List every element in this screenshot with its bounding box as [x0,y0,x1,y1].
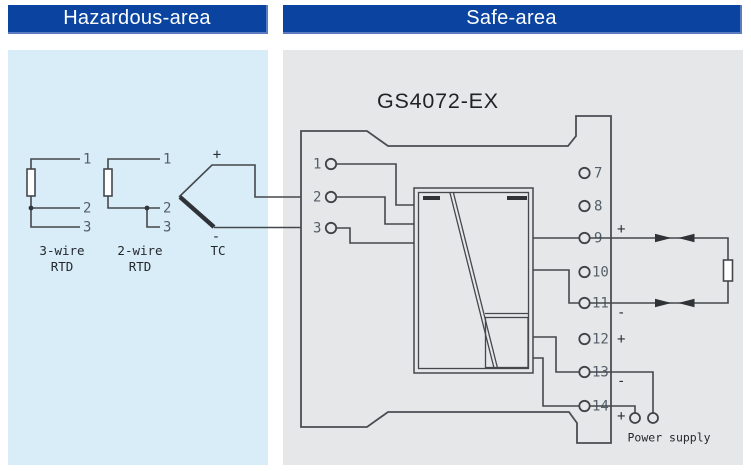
hazardous-area-panel [8,50,268,465]
wire-terminal14-to-power [589,405,636,413]
rtd-3wire-symbol: 1 2 3 3-wire RTD [26,152,91,274]
terminal-circle-8 [578,199,591,213]
hazardous-area-header: Hazardous-area [8,5,268,34]
rtd-2wire-wires-2-3 [107,196,160,228]
tc-caption: TC [210,243,225,258]
rtd-3wire-terminal-3-label: 3 [83,220,91,236]
isolation-block-bar-left [423,196,440,200]
rtd-3wire-wires-2-3 [30,196,80,228]
wire-terminal13-to-power [590,371,654,413]
rtd-2wire-symbol: 1 2 3 2-wire RTD [103,152,171,274]
device-model-label: GS4072-EX [377,89,499,113]
wire-block-to-terminal14 [533,357,580,407]
connector-arrow-right-bottom [655,298,672,308]
rtd-2wire-wire-1 [107,158,160,169]
terminal-circle-12 [578,332,591,346]
isolation-block-subbox [484,316,529,369]
device-output-terminals: 7 8 9 10 11 12 13 14 [578,166,609,415]
rtd-2wire-resistor [103,168,113,197]
rtd-2wire-terminal-3-label: 3 [163,220,171,236]
rtd-2wire-caption: 2-wire [117,243,162,258]
wire-terminal1-to-block [336,163,414,206]
rtd-2wire-terminal-2-label: 2 [163,201,171,217]
rtd-2wire-caption-rtd: RTD [129,259,152,274]
terminal-circle-1 [324,157,338,171]
terminal-circle-14 [578,399,591,413]
terminal-label-3: 3 [313,221,321,237]
isolation-barrier-diagonal [449,192,499,369]
terminal-label-7: 7 [594,166,602,182]
wire-block-to-terminal11 [533,269,580,304]
connector-arrow-left-bottom [678,298,695,308]
rtd-3wire-wire-1 [30,158,80,169]
terminal-label-1: 1 [313,157,321,173]
device-outline [300,115,612,444]
rtd-3wire-terminal-1-label: 1 [83,152,91,168]
isolation-block-inner [417,191,530,370]
safe-area-header: Safe-area [283,5,742,34]
rtd-2wire-junction-dot [144,205,150,211]
safe-area-header-label: Safe-area [466,7,557,29]
wire-terminal2-to-block [336,196,414,225]
rtd-3wire-caption: 3-wire [39,243,84,258]
isolation-block-bar-right [507,196,527,200]
tc-junction-stroke [178,195,216,229]
polarity-plus-terminal14: + [617,409,625,425]
rtd-3wire-junction-dot [28,205,34,211]
terminal-circle-3 [324,221,338,235]
thermocouple-symbol: + - TC [178,147,301,258]
safe-area-panel [283,50,743,465]
wire-load-to-terminal11 [589,281,729,304]
load-resistor [722,259,734,282]
tc-plus-label: + [213,147,221,163]
power-supply-label: Power supply [628,431,711,445]
terminal-circle-13 [578,365,591,379]
isolation-block-outer [413,187,534,374]
connector-arrow-left-top [678,233,695,243]
rtd-2wire-terminal-1-label: 1 [163,152,171,168]
terminal-label-10: 10 [592,265,609,281]
terminal-label-2: 2 [313,190,321,206]
power-supply-circle-minus [647,412,659,424]
polarity-minus-terminal11: - [617,305,625,321]
terminal-circle-9 [578,231,591,245]
terminal-circle-11 [578,296,591,310]
output-load-loop [589,233,734,308]
polarity-minus-terminal13: - [617,374,625,390]
block-output-wires [533,237,580,407]
power-supply-section: Power supply [589,371,711,445]
polarity-labels: + - + - + [617,222,625,425]
connector-arrow-right-top [655,233,672,243]
terminal-circle-7 [578,166,591,180]
polarity-plus-terminal12: + [617,332,625,348]
terminal-label-8: 8 [594,199,602,215]
terminal-circle-2 [324,190,338,204]
tc-minus-label: - [212,229,220,245]
wire-terminal9-to-load [589,237,729,260]
terminal-label-12: 12 [592,332,609,348]
terminal-circle-10 [578,265,591,279]
polarity-plus-terminal9: + [617,222,625,238]
rtd-3wire-terminal-2-label: 2 [83,201,91,217]
wire-terminal3-to-block [336,227,414,244]
wire-block-to-terminal13 [533,336,580,373]
rtd-3wire-caption-rtd: RTD [51,259,74,274]
isolation-block [413,187,534,374]
power-supply-circle-plus [629,412,641,424]
tc-plus-wire [178,164,301,198]
device-input-terminals: 1 2 3 [313,157,414,244]
rtd-3wire-resistor [26,168,36,197]
hazardous-area-header-label: Hazardous-area [63,7,211,29]
